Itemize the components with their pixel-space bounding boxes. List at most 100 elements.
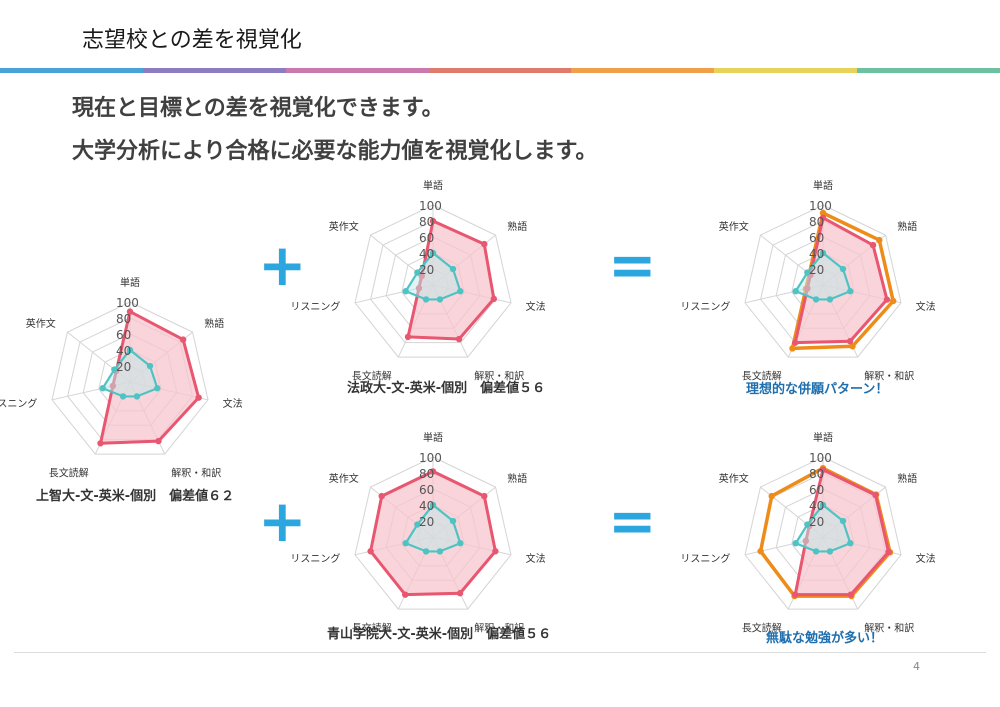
series-current-point-6 <box>414 269 421 276</box>
series-current-point-4 <box>812 548 820 555</box>
series-target-point-3 <box>155 437 162 445</box>
axis-label-5: リスニング <box>290 300 340 313</box>
series-target-point-0 <box>429 468 437 475</box>
axis-label-2: 文法 <box>916 552 936 565</box>
series-target-point-0 <box>819 466 827 473</box>
series-current-point-0 <box>429 249 437 257</box>
axis-label-1: 熟語 <box>204 317 224 330</box>
series-current-area <box>101 348 159 398</box>
series-current-point-2 <box>154 385 161 392</box>
color-bar-segment-3 <box>428 68 572 73</box>
series-current-point-1 <box>146 362 154 370</box>
axis-label-6: 英作文 <box>719 472 749 485</box>
tick-label-60: 60 <box>116 328 131 342</box>
equals-sign-top: = <box>608 231 657 299</box>
subtitle-line-1: 現在と目標との差を視覚化できます。 <box>72 96 444 121</box>
series-target-point-4 <box>97 440 104 447</box>
series-current-point-0 <box>819 249 827 257</box>
color-bar-segment-5 <box>714 68 858 73</box>
series-current-point-5 <box>792 540 799 547</box>
axis-label-1: 熟語 <box>507 220 527 233</box>
series-target-point-0 <box>126 308 134 315</box>
series-target-point-3 <box>456 590 464 597</box>
tick-label-20: 20 <box>809 515 824 529</box>
axis-label-1: 熟語 <box>897 472 917 485</box>
series-target-point-2 <box>195 394 202 401</box>
series-target-point-0 <box>819 214 827 221</box>
tick-label-60: 60 <box>809 231 824 245</box>
tick-label-100: 100 <box>809 199 832 213</box>
series-target-point-5 <box>367 548 374 555</box>
axis-label-2: 文法 <box>223 397 243 410</box>
axis-label-0: 単語 <box>813 431 833 444</box>
series-current-point-5 <box>792 288 799 295</box>
series-target-point-1 <box>872 491 879 499</box>
series-current-point-6 <box>111 366 118 373</box>
tick-label-100: 100 <box>419 451 442 465</box>
caption-base: 上智大-文-英米-個別 偏差値６２ <box>36 489 235 504</box>
series-current-point-4 <box>422 548 430 555</box>
series-current-point-3 <box>133 393 141 400</box>
series-current-point-6 <box>804 269 811 276</box>
tick-label-100: 100 <box>116 296 139 310</box>
series-current-point-1 <box>449 517 457 525</box>
series-ideal-point-3 <box>849 343 856 350</box>
series-current-point-6 <box>414 521 421 528</box>
series-target-point-1 <box>179 336 187 343</box>
axis-label-6: 英作文 <box>26 317 56 330</box>
series-current-point-1 <box>449 265 457 273</box>
tick-label-60: 60 <box>419 231 434 245</box>
series-target-point-2 <box>885 548 892 556</box>
color-bar-segment-6 <box>857 68 1000 73</box>
series-current-area <box>794 251 852 301</box>
tick-label-80: 80 <box>809 215 824 229</box>
series-target-point-0 <box>429 217 437 225</box>
axis-label-1: 熟語 <box>507 472 527 485</box>
tick-label-40: 40 <box>809 499 824 513</box>
caption-aoyama: 青山学院大-文-英米-個別 偏差値５６ <box>327 627 552 642</box>
series-target-point-2 <box>490 295 498 303</box>
series-target-point-3 <box>846 338 854 345</box>
tick-label-20: 20 <box>419 263 434 277</box>
caption-ideal: 理想的な併願パターン！ <box>746 382 889 397</box>
axis-label-5: リスニング <box>0 397 37 410</box>
axis-label-5: リスニング <box>680 552 730 565</box>
axis-label-2: 文法 <box>526 552 546 565</box>
series-current-point-0 <box>126 346 134 354</box>
series-target-point-2 <box>883 296 891 303</box>
tick-label-20: 20 <box>809 263 824 277</box>
grid-ring-5 <box>354 456 512 610</box>
series-current-area <box>404 503 462 553</box>
tick-label-100: 100 <box>419 199 442 213</box>
series-target-point-3 <box>455 335 463 343</box>
grid-ring-5 <box>354 204 512 358</box>
axis-label-3: 解釈・和訳 <box>864 622 914 635</box>
tick-label-60: 60 <box>809 483 824 497</box>
tick-label-40: 40 <box>809 247 824 261</box>
tick-label-100: 100 <box>809 451 832 465</box>
plus-sign-bottom: + <box>258 487 307 555</box>
series-target-point-1 <box>481 240 488 248</box>
series-current-point-3 <box>436 548 444 555</box>
series-target-point-3 <box>847 591 854 598</box>
series-current-point-1 <box>839 265 847 273</box>
series-current-point-2 <box>847 540 854 547</box>
axis-label-6: 英作文 <box>329 220 359 233</box>
series-current-point-5 <box>402 288 409 295</box>
grid-ring-5 <box>744 204 902 358</box>
series-target-point-2 <box>492 548 499 555</box>
series-target-point-4 <box>792 339 799 346</box>
series-ideal-point-6 <box>768 492 775 500</box>
grid-ring-5 <box>51 301 209 455</box>
series-ideal-point-0 <box>819 209 827 217</box>
axis-label-3: 解釈・和訳 <box>864 370 914 383</box>
axis-label-4: 長文読解 <box>352 370 392 383</box>
series-current-point-3 <box>826 548 834 555</box>
series-current-point-3 <box>826 296 834 303</box>
tick-label-80: 80 <box>419 467 434 481</box>
series-current-point-4 <box>422 296 430 303</box>
